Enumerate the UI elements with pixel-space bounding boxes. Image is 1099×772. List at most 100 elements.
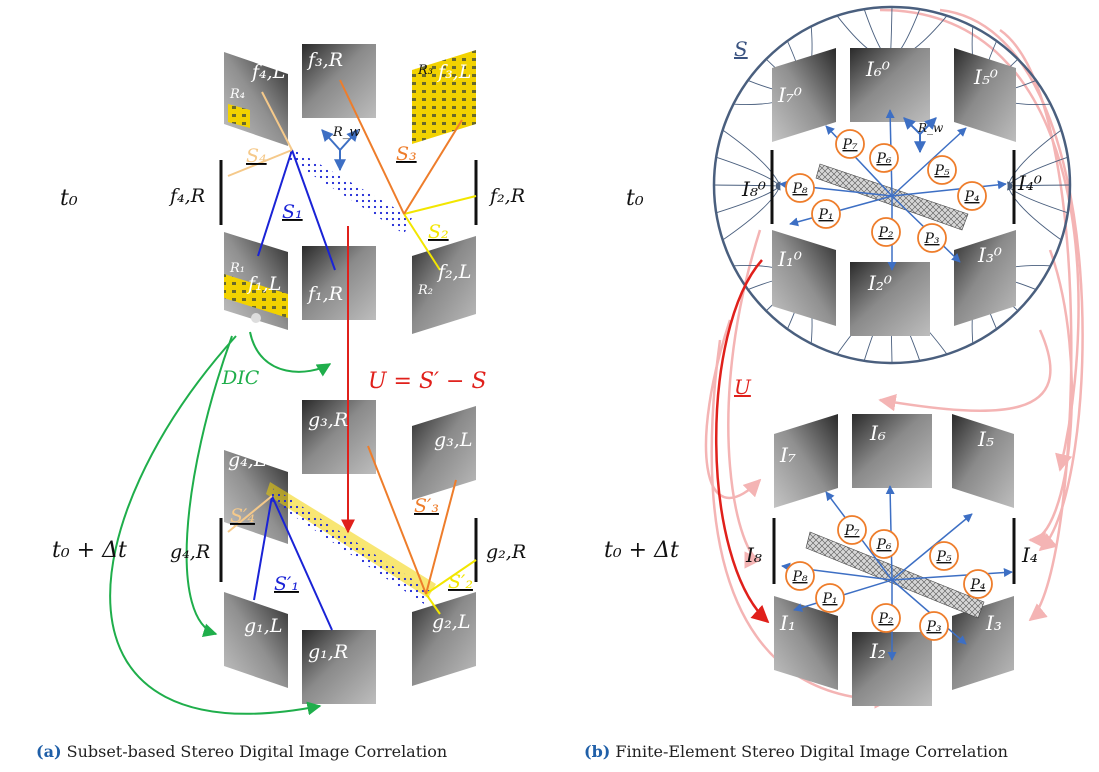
label-S1: S₁	[282, 201, 303, 223]
projection-circle-5-t1	[929, 541, 959, 571]
camera-g1L	[224, 592, 288, 688]
label-S2: S₂	[428, 221, 449, 243]
label-Rw-b: R_w	[917, 121, 944, 135]
speckle-bar-t1	[270, 488, 432, 604]
label-R4: R₄	[229, 87, 245, 102]
projection-label-7-t1: P₇	[843, 523, 859, 539]
label-f2L: f₂,L	[436, 261, 471, 283]
projection-arrow-4-t0	[891, 180, 1007, 197]
panel-a-rotations: R₄ R₃ R₁ R₂ R_w	[229, 63, 433, 298]
projection-circle-7-t0	[835, 129, 865, 159]
label-f1L: f₁,L	[246, 273, 281, 295]
label-g4L: g₄,L	[228, 449, 266, 471]
camera-g3L	[412, 406, 476, 500]
projection-circle-6-t1	[869, 529, 899, 559]
projection-label-5-t1: P₅	[935, 549, 951, 565]
dic-arrows	[109, 331, 332, 716]
projection-circle-4-t1	[963, 569, 993, 599]
projection-label-7-t0: P₇	[841, 137, 857, 153]
label-S3-prime: S′₃	[414, 495, 439, 517]
projection-label-8-t1: P₈	[791, 569, 807, 585]
image-I3	[952, 596, 1014, 690]
label-I5: I₅	[977, 427, 994, 451]
projection-arrow-4-t1	[891, 568, 1013, 581]
projection-circle-5-t0	[927, 155, 957, 185]
label-g3R: g₃,R	[308, 409, 348, 431]
circle-arrow-2	[1007, 185, 1062, 241]
caption-a: (a) Subset-based Stereo Digital Image Co…	[36, 742, 447, 761]
image-I5-0	[954, 48, 1016, 142]
label-Rw-a: R_w	[332, 125, 360, 140]
time-label-t1-b: t₀ + Δt	[604, 538, 679, 563]
camera-f3L	[412, 50, 476, 144]
projection-label-4-t1: P₄	[969, 577, 985, 593]
projection-circle-2-t0	[871, 217, 901, 247]
camera-f1L	[224, 232, 288, 330]
camera-g4L	[224, 450, 288, 544]
panel-a: f₄,L f₃,R f₃,L f₄,R f₂,R f₁,L f₁,R f₂,L …	[109, 44, 526, 716]
label-f4R: f₄,R	[168, 185, 205, 207]
caption-a-text: Subset-based Stereo Digital Image Correl…	[66, 742, 448, 761]
caption-a-tag: (a)	[36, 742, 62, 761]
projection-label-8-t0: P₈	[791, 181, 807, 197]
label-S1-prime: S′₁	[274, 573, 299, 595]
image-I7	[774, 414, 838, 508]
image-link-arrows	[704, 8, 1084, 709]
projection-circle-3-t0	[917, 223, 947, 253]
camera-f3R	[302, 44, 376, 118]
label-I2: I₂	[869, 639, 886, 663]
label-S-b: S	[734, 37, 748, 61]
label-f3R: f₃,R	[306, 49, 343, 71]
world-axes-b: R_w	[903, 117, 944, 154]
label-R3: R₃	[417, 63, 433, 78]
label-I8: I₈	[745, 543, 762, 567]
label-I6: I₆	[869, 421, 886, 445]
projection-lines-t1	[227, 445, 477, 631]
label-g1L: g₁,L	[244, 615, 282, 637]
label-I8-0: I₈⁰	[741, 177, 766, 201]
label-I7-0: I₇⁰	[777, 83, 802, 107]
projection-circle-3-t1	[919, 611, 949, 641]
displacement-equation: U = S′ − S	[368, 369, 487, 394]
projection-label-4-t0: P₄	[963, 189, 979, 205]
image-I1	[774, 596, 838, 690]
label-g3L: g₃,L	[434, 429, 472, 451]
image-I3-0	[954, 230, 1016, 326]
label-S4: S₄	[246, 145, 267, 167]
projection-circle-6-t0	[869, 143, 899, 173]
time-label-t0-b: t₀	[626, 186, 644, 211]
label-g1R: g₁,R	[308, 641, 348, 663]
circle-arrow-39	[1007, 156, 1068, 187]
label-I1: I₁	[779, 611, 796, 635]
caption-b: (b) Finite-Element Stereo Digital Image …	[584, 742, 1008, 761]
label-U-b: U	[734, 375, 752, 399]
projection-circle-8-t1	[785, 561, 815, 591]
camera-g1R	[302, 630, 376, 704]
speckle-bar-t0	[286, 148, 412, 234]
projection-label-2-t1: P₂	[877, 611, 893, 627]
image-I7-0	[772, 48, 836, 142]
label-S3: S₃	[396, 143, 417, 165]
projection-label-1-t0: P₁	[817, 207, 833, 223]
image-I6	[852, 414, 932, 488]
projection-circle-7-t1	[837, 515, 867, 545]
projection-circle-1-t1	[815, 583, 845, 613]
label-I3-0: I₃⁰	[977, 243, 1002, 267]
camera-f2L	[412, 236, 476, 334]
mesh-bar-t1	[805, 531, 985, 619]
label-I4-0: I₄⁰	[1017, 171, 1042, 195]
caption-b-text: Finite-Element Stereo Digital Image Corr…	[615, 742, 1008, 761]
camera-f4L	[224, 52, 288, 146]
label-I2-0: I₂⁰	[867, 271, 892, 295]
projection-label-5-t0: P₅	[933, 163, 949, 179]
panel-a-labels: f₄,L f₃,R f₃,L f₄,R f₂,R f₁,L f₁,R f₂,L …	[168, 49, 526, 663]
camera-g2L	[412, 592, 476, 686]
label-I7: I₇	[779, 443, 796, 467]
projection-circle-8-t0	[785, 173, 815, 203]
label-f1R: f₁,R	[306, 283, 343, 305]
world-axes-t0	[321, 129, 359, 172]
label-S4-prime: S′₄	[230, 505, 255, 527]
